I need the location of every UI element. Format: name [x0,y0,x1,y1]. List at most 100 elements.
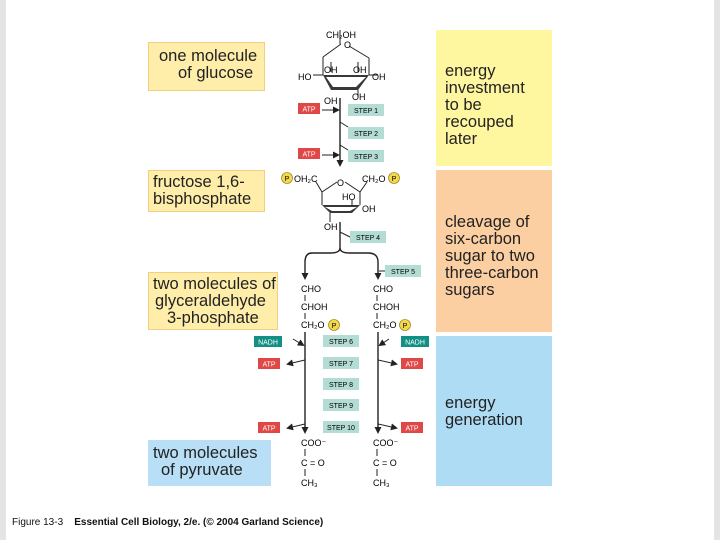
caption-figure-number: Figure 13-3 [12,517,64,528]
cleavage-line-5: sugars [445,281,495,299]
svg-text:CHOH: CHOH [301,302,328,312]
atp-tag-step7-left [258,358,280,369]
atp-tag-step3 [298,148,320,159]
investment-phase-box: energy investment to be recouped later [436,30,552,166]
fructose-label-line-1: fructose 1,6- [153,173,245,191]
svg-text:CHOH: CHOH [373,302,400,312]
svg-text:COO⁻: COO⁻ [373,438,399,448]
svg-text:CH₃: CH₃ [301,478,318,488]
svg-text:C = O: C = O [301,458,325,468]
fructose-label-line-2: bisphosphate [153,190,252,208]
step-9-label: STEP 9 [329,403,353,410]
fructose-oh2c: OH₂C [294,174,318,184]
glyceraldehyde-label-line-3: 3-phosphate [167,309,259,327]
split-right-arrow [339,247,382,280]
generation-line-1: energy [445,394,496,412]
step-2-label: STEP 2 [354,131,378,138]
step-10-label: STEP 10 [327,425,355,432]
split-left-arrow [301,247,341,280]
fructose-ring-o: O [337,178,344,188]
glucose-oh-bottom-left: OH [324,96,338,106]
svg-text:P: P [332,323,337,330]
step-8-label: STEP 8 [329,382,353,389]
investment-line-4: recouped [445,113,514,131]
investment-line-1: energy [445,62,496,80]
svg-text:COO⁻: COO⁻ [301,438,327,448]
atp-tag-step1-label: ATP [302,107,315,114]
glyceraldehyde-left: CHO CHOH CH₂O P [301,284,340,331]
step-3-label: STEP 3 [354,154,378,161]
glyceraldehyde-label-line-1: two molecules of [153,275,276,293]
step-2-badge [348,127,384,139]
pyruvate-label-box: two molecules of pyruvate [148,440,271,486]
glucose-label-box: one molecule of glucose [148,42,265,91]
step-4-badge [350,231,386,243]
pyruvate-right: COO⁻ C = O CH₃ [373,438,399,488]
cleavage-line-4: three-carbon [445,264,539,282]
generation-line-2: generation [445,411,523,429]
atp-tag-step7-right [401,358,423,369]
glyceraldehyde-right: CHO CHOH CH₂O P [373,284,411,331]
cleavage-line-3: sugar to two [445,247,535,265]
step-9-badge [323,399,359,411]
glucose-ch2oh: CH₂OH [326,30,356,40]
glucose-structure [313,30,378,97]
glyceraldehyde-label-line-2: glyceraldehyde [155,292,266,310]
atp-tag-step3-label: ATP [302,152,315,159]
figure-caption: Figure 13-3 Essential Cell Biology, 2/e.… [12,517,323,528]
fructose-ho: HO [342,192,356,202]
svg-text:CH₂O: CH₂O [301,320,325,330]
phosphate-left-label: P [285,176,290,183]
nadh-tag-left-label: NADH [258,340,278,347]
nadh-tag-right [401,336,429,347]
svg-text:CH₃: CH₃ [373,478,390,488]
pyruvate-label-line-1: two molecules [153,444,258,462]
glucose-oh-bottom: OH [352,92,366,102]
step-1-badge [348,104,384,116]
svg-text:C = O: C = O [373,458,397,468]
svg-text:CHO: CHO [373,284,393,294]
fructose-label-box: fructose 1,6- bisphosphate [148,170,265,212]
investment-line-2: investment [445,79,525,97]
investment-line-5: later [445,130,478,148]
glucose-oh-upper-right: OH [353,65,367,75]
phosphate-right-label: P [392,176,397,183]
step-3-badge [348,150,384,162]
generation-phase-box: energy generation [436,336,552,486]
nadh-tag-right-label: NADH [405,340,425,347]
glucose-oh-upper-left: OH [324,65,338,75]
cleavage-line-2: six-carbon [445,230,522,248]
step-5-badge [385,265,421,277]
cleavage-line-1: cleavage of [445,213,530,231]
step-6-label: STEP 6 [329,339,353,346]
step-7-badge [323,357,359,369]
nadh-tag-left [254,336,282,347]
left-edge [0,0,6,540]
phosphate-right-icon [388,172,400,184]
pyruvate-left: COO⁻ C = O CH₃ [301,438,327,488]
glyceraldehyde-label-box: two molecules of glyceraldehyde 3-phosph… [148,272,278,330]
svg-text:P: P [403,323,408,330]
atp-tag-step10-left [258,422,280,433]
phosphate-left-icon [281,172,293,184]
right-edge [714,0,720,540]
atp-tag-step7-right-label: ATP [405,362,418,369]
atp-tag-step10-left-label: ATP [262,426,275,433]
step-4-label: STEP 4 [356,235,380,242]
fructose-structure [315,181,368,222]
step-5-label: STEP 5 [391,269,415,276]
step-6-badge [323,335,359,347]
glucose-label-line-1: one molecule [159,47,258,65]
atp-tag-step7-left-label: ATP [262,362,275,369]
atp-tag-step10-right-label: ATP [405,426,418,433]
svg-text:CHO: CHO [301,284,321,294]
caption-book: Essential Cell Biology, 2/e. (© 2004 Gar… [74,517,324,528]
glucose-label-line-2: of glucose [178,64,254,82]
step-7-label: STEP 7 [329,361,353,368]
step-10-badge [323,421,359,433]
atp-tag-step10-right [401,422,423,433]
investment-line-3: to be [445,96,482,114]
step-8-badge [323,378,359,390]
cleavage-phase-box: cleavage of six-carbon sugar to two thre… [436,170,552,332]
